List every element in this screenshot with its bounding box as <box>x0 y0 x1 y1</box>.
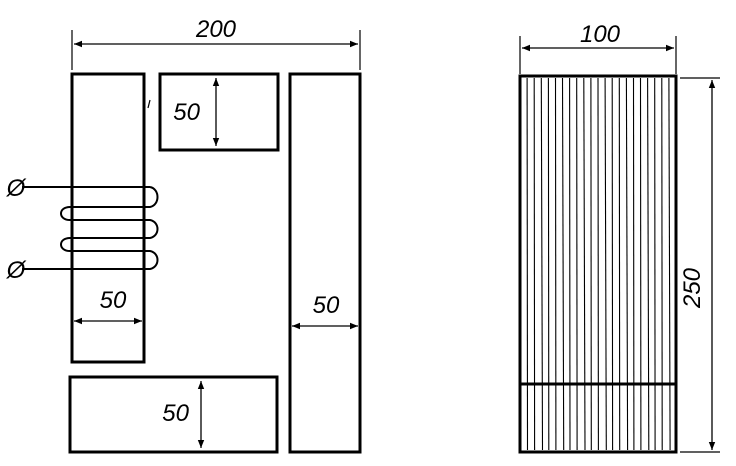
lamination-line <box>561 77 565 451</box>
lamination-line <box>583 77 586 451</box>
lamination-line <box>668 77 671 451</box>
left-leg-width-label: 50 <box>100 287 127 314</box>
bottom-yoke: 50 <box>68 375 279 454</box>
bottom-yoke-rect <box>68 375 279 454</box>
winding-coil <box>22 186 159 270</box>
top-window-block: 50 <box>147 72 280 152</box>
top-block-rect <box>158 72 280 152</box>
bottom-yoke-height-label: 50 <box>162 400 189 427</box>
side-width-dimension: 100 <box>519 21 677 74</box>
tick-mark <box>147 99 151 109</box>
side-height-dimension: 250 <box>679 77 720 453</box>
top-window-height-label: 50 <box>173 99 200 126</box>
right-leg-rect <box>288 72 362 454</box>
terminal-top-symbol: Ø <box>6 175 27 202</box>
laminated-stack <box>518 74 678 454</box>
lamination-line <box>604 77 607 451</box>
side-view: 100 250 <box>518 21 720 454</box>
overall-width-label: 200 <box>195 16 237 43</box>
left-leg-width-dimension: 50 <box>74 287 142 325</box>
coil-turns <box>60 186 159 270</box>
lamination-lines <box>526 77 671 451</box>
lamination-line <box>540 77 544 451</box>
side-width-label: 100 <box>580 21 621 48</box>
stack-outline <box>518 74 678 454</box>
side-height-label: 250 <box>679 267 706 309</box>
right-leg-width-label: 50 <box>313 292 340 319</box>
front-view: 200 50 50 50 50 <box>6 16 362 454</box>
terminal-bottom-symbol: Ø <box>6 257 27 284</box>
lamination-line <box>625 77 629 451</box>
overall-width-dimension: 200 <box>71 16 361 70</box>
lamination-line <box>647 77 650 451</box>
right-core-leg: 50 <box>288 72 362 454</box>
left-core-leg <box>70 72 146 364</box>
